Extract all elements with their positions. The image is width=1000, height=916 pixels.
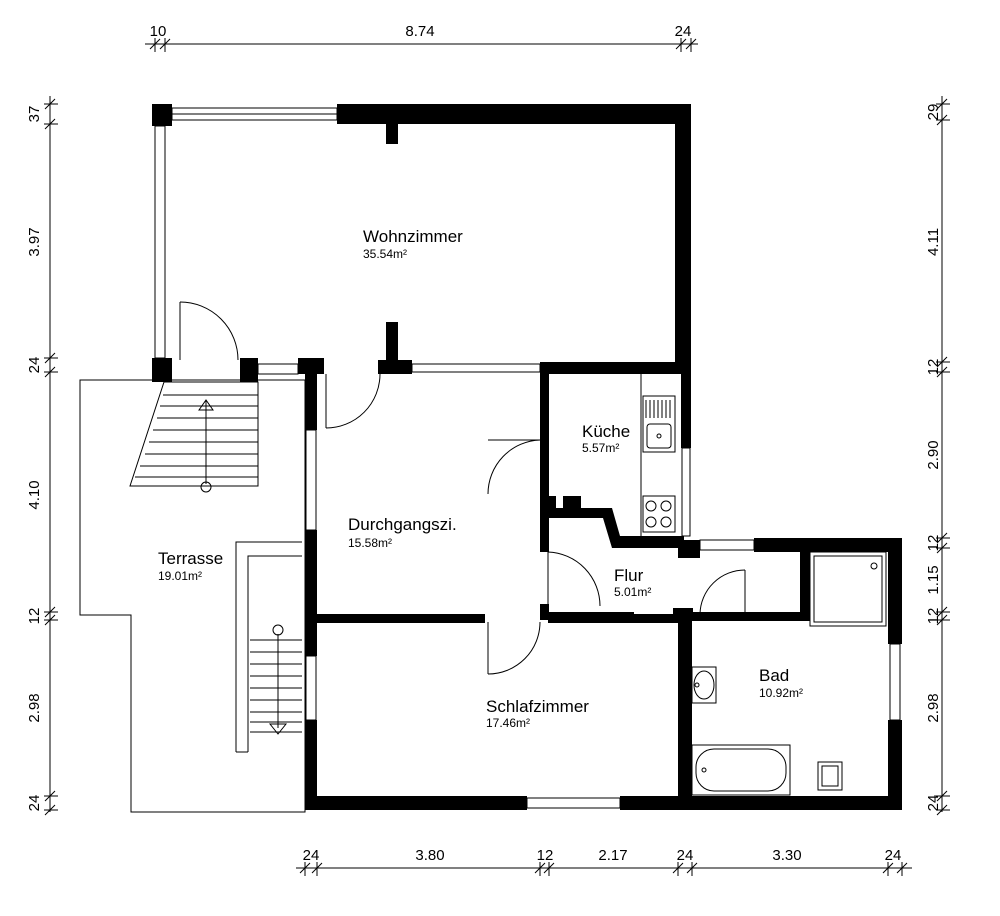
dim-bottom-3: 2.17 bbox=[598, 847, 627, 864]
dim-right-4: 12 bbox=[925, 535, 942, 552]
dim-right-5: 1.15 bbox=[925, 565, 942, 594]
dim-left-6: 24 bbox=[26, 795, 43, 812]
washbasin bbox=[691, 666, 717, 704]
room-name-flur: Flur bbox=[614, 566, 644, 585]
terrace-outline bbox=[79, 379, 306, 813]
room-name-kueche: Küche bbox=[582, 422, 630, 441]
room-name-wohnzimmer: Wohnzimmer bbox=[363, 227, 463, 246]
kitchen-counter bbox=[640, 374, 676, 536]
dim-bottom-4: 24 bbox=[677, 847, 694, 864]
dim-right-2: 12 bbox=[925, 359, 942, 376]
room-name-bad: Bad bbox=[759, 666, 789, 685]
dim-right-1: 4.11 bbox=[925, 228, 942, 256]
dim-right-0: 29 bbox=[925, 104, 942, 121]
room-area-wohnzimmer: 35.54m² bbox=[363, 247, 407, 261]
room-name-schlafzimmer: Schlafzimmer bbox=[486, 697, 589, 716]
room-name-durchgangszimmer: Durchgangszi. bbox=[348, 515, 457, 534]
room-name-terrasse: Terrasse bbox=[158, 549, 223, 568]
dim-bottom-6: 24 bbox=[885, 847, 902, 864]
staircase-lower bbox=[235, 541, 302, 753]
toilet bbox=[817, 761, 843, 791]
dim-left-5: 2.98 bbox=[26, 693, 43, 722]
windows bbox=[154, 107, 901, 809]
walls bbox=[152, 104, 902, 810]
dim-left-3: 4.10 bbox=[26, 480, 43, 509]
dim-bottom-0: 24 bbox=[303, 847, 320, 864]
dim-left-0: 37 bbox=[26, 106, 43, 123]
dim-top-1: 8.74 bbox=[405, 23, 434, 40]
dim-right-3: 2.90 bbox=[925, 440, 942, 469]
dim-right-6: 12 bbox=[925, 608, 942, 625]
stove bbox=[642, 495, 676, 533]
bathtub bbox=[691, 744, 791, 796]
room-area-kueche: 5.57m² bbox=[582, 441, 619, 455]
dim-right-7: 2.98 bbox=[925, 693, 942, 722]
dim-bottom-2: 12 bbox=[537, 847, 554, 864]
dim-left-2: 24 bbox=[26, 357, 43, 374]
dim-bottom-1: 3.80 bbox=[415, 847, 444, 864]
room-area-terrasse: 19.01m² bbox=[158, 569, 202, 583]
dim-top-2: 24 bbox=[675, 23, 692, 40]
dim-right-8: 24 bbox=[925, 795, 942, 812]
dimension-lines bbox=[44, 38, 950, 876]
room-area-flur: 5.01m² bbox=[614, 585, 651, 599]
room-area-bad: 10.92m² bbox=[759, 686, 803, 700]
dim-top-0: 10 bbox=[150, 23, 167, 40]
shower bbox=[809, 551, 887, 627]
room-labels: Wohnzimmer 35.54m² Küche 5.57m² Durchgan… bbox=[158, 227, 803, 730]
staircase-upper bbox=[129, 381, 259, 493]
dim-left-4: 12 bbox=[26, 608, 43, 625]
dimension-labels: 10 8.74 24 37 3.97 24 4.10 12 2.98 24 29… bbox=[26, 23, 942, 864]
doors bbox=[179, 301, 746, 675]
room-area-schlafzimmer: 17.46m² bbox=[486, 716, 530, 730]
room-area-durchgangszimmer: 15.58m² bbox=[348, 536, 392, 550]
dim-left-1: 3.97 bbox=[26, 227, 43, 256]
dim-bottom-5: 3.30 bbox=[772, 847, 801, 864]
